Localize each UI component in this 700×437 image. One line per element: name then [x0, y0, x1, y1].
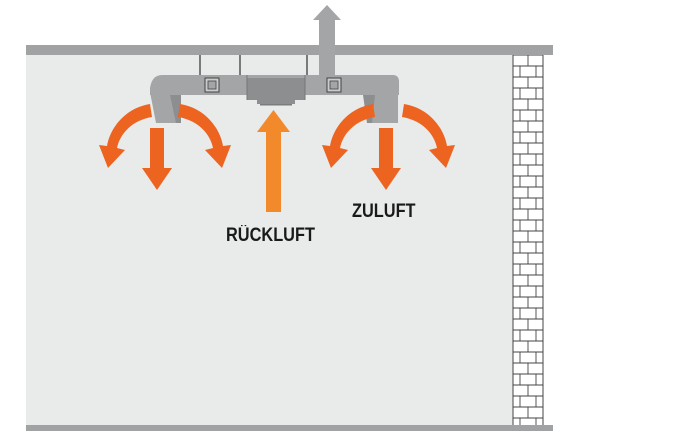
hangers — [199, 55, 308, 75]
fitting-left — [204, 77, 220, 93]
supply-air-label: ZULUFT — [352, 201, 416, 222]
supply-arrow-down-right — [371, 128, 401, 190]
ceiling — [26, 45, 553, 55]
floor — [26, 425, 553, 431]
supply-arrow-down-left — [142, 128, 172, 190]
curved-arrow-icon — [99, 104, 152, 168]
curved-arrow-icon — [322, 104, 375, 168]
supply-arrows-left — [99, 104, 231, 190]
up-arrow-icon — [313, 5, 341, 20]
exhaust-duct — [313, 5, 341, 76]
curved-arrow-icon — [178, 104, 231, 168]
return-air-arrow — [257, 110, 290, 212]
fitting-right — [326, 77, 342, 93]
return-air-label: RÜCKLUFT — [226, 225, 315, 246]
ventilation-unit — [150, 75, 399, 123]
curved-arrow-icon — [402, 104, 455, 168]
supply-arrows-right — [322, 104, 455, 190]
brick-wall — [512, 54, 544, 428]
